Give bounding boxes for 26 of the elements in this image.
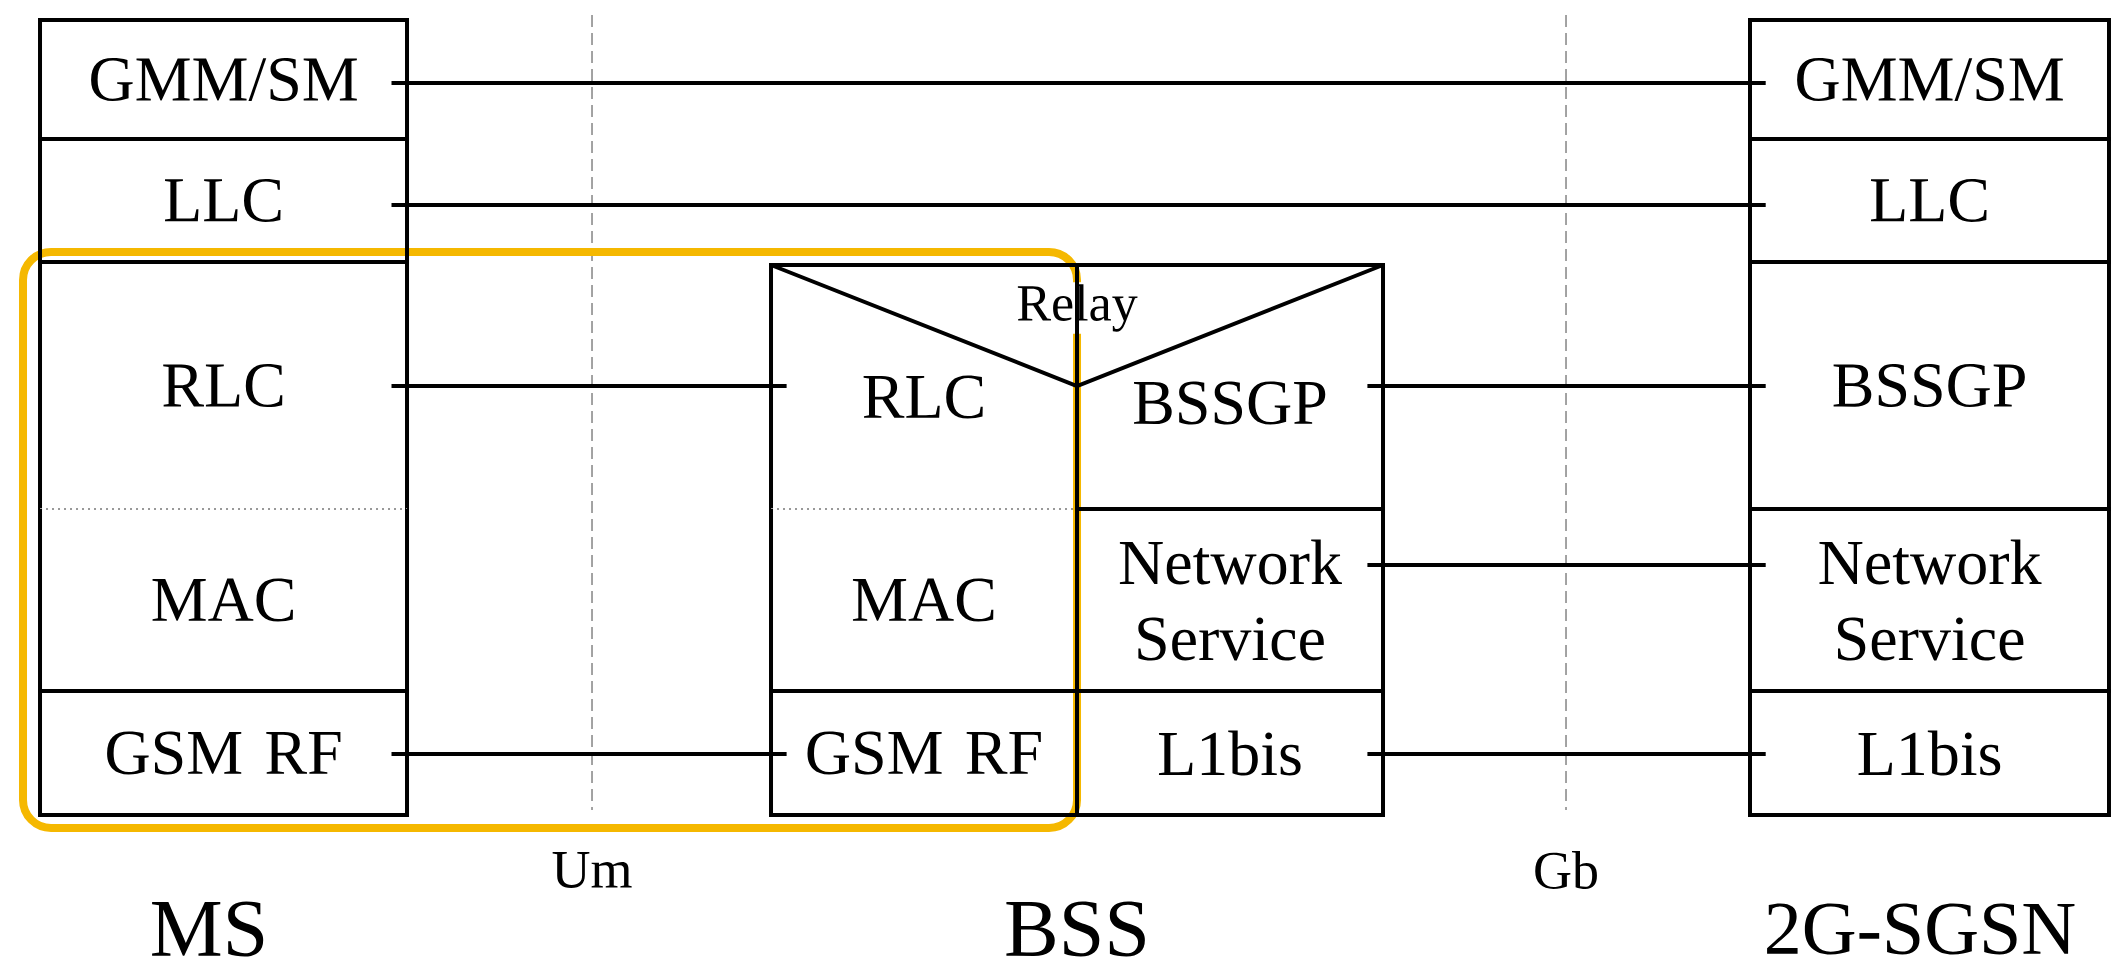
protocol-layer-box: GSM RF — [769, 689, 1079, 817]
connector-line — [1367, 384, 1766, 388]
protocol-layer-box: GMM/SM — [1748, 18, 2111, 141]
connector-line — [1367, 563, 1766, 567]
protocol-layer-box: BSSGP — [1748, 260, 2111, 511]
label: MS — [152, 901, 264, 957]
connector-line — [391, 384, 787, 388]
label: Um — [552, 852, 632, 888]
connector-line — [1367, 752, 1766, 756]
protocol-layer-box: GSM RF — [38, 689, 409, 817]
label: 2G-SGSN — [1767, 903, 2075, 955]
protocol-layer-box: LLC — [38, 137, 409, 264]
protocol-layer-box: GMM/SM — [38, 18, 409, 141]
protocol-layer-box: MAC — [38, 509, 409, 693]
protocol-layer-box: L1bis — [1075, 689, 1385, 817]
protocol-layer-box: Network Service — [1075, 507, 1385, 693]
connector-line — [391, 203, 1766, 207]
protocol-layer-box: LLC — [1748, 137, 2111, 264]
protocol-layer-box: MAC — [769, 509, 1079, 693]
protocol-layer-box: L1bis — [1748, 689, 2111, 817]
connector-line — [391, 752, 787, 756]
label: Gb — [1535, 851, 1597, 889]
protocol-layer-box: Network Service — [1748, 507, 2111, 693]
label: BSS — [1006, 901, 1145, 957]
protocol-layer-box: RLC — [38, 260, 409, 510]
connector-line — [391, 81, 1766, 85]
